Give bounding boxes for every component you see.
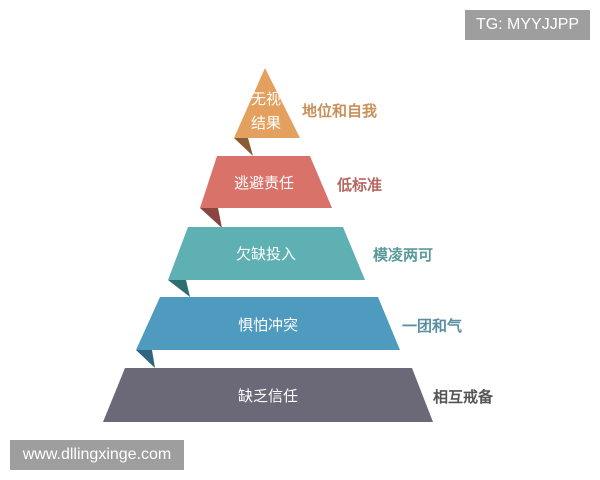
fold-1 bbox=[234, 138, 253, 156]
tier-4-label: 一团和气 bbox=[402, 317, 462, 335]
tier-2-label: 低标准 bbox=[336, 176, 382, 194]
tier-5-label: 相互戒备 bbox=[433, 388, 494, 406]
tier-4-shape bbox=[136, 297, 400, 350]
tier-5-text: 缺乏信任 bbox=[238, 387, 298, 405]
watermark-top: TG: MYYJJPP bbox=[465, 10, 590, 40]
tier-4-text: 惧怕冲突 bbox=[238, 316, 298, 334]
fold-4 bbox=[136, 350, 155, 368]
tier-1-text-1: 无视 bbox=[251, 90, 281, 108]
watermark-bottom: www.dllingxinge.com bbox=[10, 440, 184, 470]
tier-1-label: 地位和自我 bbox=[302, 102, 377, 120]
fold-3 bbox=[168, 280, 190, 297]
tier-1-shape bbox=[234, 68, 300, 138]
tier-2-shape bbox=[200, 156, 332, 208]
tier-3-label: 模凌两可 bbox=[373, 246, 433, 264]
tier-3-shape bbox=[168, 227, 365, 280]
tier-1-text-2: 结果 bbox=[251, 114, 281, 132]
fold-2 bbox=[200, 208, 222, 228]
tier-5-shape bbox=[103, 368, 433, 422]
tier-3-text: 欠缺投入 bbox=[236, 245, 296, 263]
tier-2-text: 逃避责任 bbox=[234, 174, 294, 192]
